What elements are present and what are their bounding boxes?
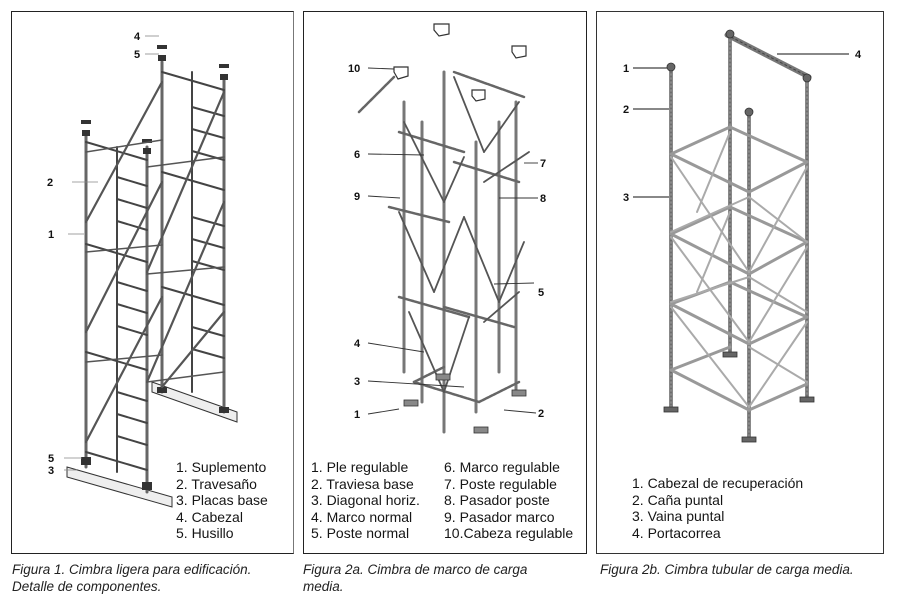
callout-2: 2 (47, 177, 53, 189)
light-shoring-scaffold-drawing: 4 5 2 1 5 3 (47, 31, 238, 508)
callout-2: 2 (623, 104, 629, 116)
caption-line: Detalle de componentes. (12, 579, 162, 594)
callout-3: 3 (354, 376, 360, 388)
caption-line: media. (303, 579, 344, 594)
callout-8: 8 (540, 193, 546, 205)
legend-item: 2. Traviesa base (311, 475, 414, 492)
callout-7: 7 (540, 158, 546, 170)
callout-5-bottom: 5 (48, 453, 54, 465)
callout-1: 1 (354, 409, 360, 421)
frame-shoring-drawing: 10 6 9 7 8 5 4 3 1 2 (348, 23, 546, 434)
figure-2b-panel: 1 2 3 4 1. Cabezal de recuperación 2. Ca… (596, 11, 884, 554)
tubular-shoring-drawing: 1 2 3 4 (623, 29, 862, 443)
legend-item: 3. Vaina puntal (632, 508, 725, 524)
legend-item: 5. Husillo (176, 525, 234, 541)
caption-line: Figura 2a. Cimbra de marco de carga (303, 562, 528, 577)
legend-item: 8. Pasador poste (444, 492, 550, 508)
figure-1-legend: 1. Suplemento 2. Travesaño 3. Placas bas… (176, 459, 268, 542)
callout-9: 9 (354, 191, 360, 203)
legend-item: 2. Caña puntal (632, 491, 724, 508)
callout-6: 6 (354, 149, 360, 161)
legend-item: 5. Poste normal (311, 525, 410, 541)
callout-3: 3 (623, 192, 629, 204)
legend-item: 10.Cabeza regulable (444, 525, 574, 541)
callout-1: 1 (623, 63, 629, 75)
figure-2a-caption: Figura 2a. Cimbra de marco de carga medi… (303, 561, 588, 595)
legend-item: 1. Cabezal de recuperación (632, 475, 804, 491)
legend-item: 7. Poste regulable (444, 475, 557, 492)
callout-5: 5 (134, 49, 140, 61)
legend-item: 1. Suplemento (176, 459, 267, 475)
figure-2a-panel: 10 6 9 7 8 5 4 3 1 2 1. Ple regulable 2.… (303, 11, 587, 554)
figure-2a-legend-right: 6. Marco regulable 7. Poste regulable 8.… (444, 459, 573, 542)
callout-4: 4 (354, 338, 361, 350)
legend-item: 3. Placas base (176, 492, 268, 508)
callout-10: 10 (348, 63, 360, 75)
figure-2a-legend-left: 1. Ple regulable 2. Traviesa base 3. Dia… (311, 459, 420, 542)
callout-4: 4 (134, 31, 141, 43)
caption-line: Figura 2b. Cimbra tubular de carga media… (600, 562, 854, 577)
legend-item: 2. Travesaño (176, 475, 257, 492)
callout-4: 4 (855, 49, 862, 61)
legend-item: 4. Portacorrea (632, 524, 721, 541)
legend-item: 4. Marco normal (311, 508, 413, 525)
callout-3: 3 (48, 465, 54, 477)
figure-1-caption: Figura 1. Cimbra ligera para edificación… (12, 561, 297, 595)
callout-2: 2 (538, 408, 544, 420)
figure-1-panel: 4 5 2 1 5 3 1. Suplemento 2. Travesaño 3… (11, 11, 294, 554)
legend-item: 6. Marco regulable (444, 459, 560, 475)
callout-1: 1 (48, 229, 54, 241)
figure-2b-caption: Figura 2b. Cimbra tubular de carga media… (600, 561, 900, 578)
caption-line: Figura 1. Cimbra ligera para edificación… (12, 562, 252, 577)
legend-item: 4. Cabezal (176, 508, 243, 525)
legend-item: 3. Diagonal horiz. (311, 492, 420, 508)
legend-item: 9. Pasador marco (444, 508, 555, 525)
callout-5: 5 (538, 287, 544, 299)
legend-item: 1. Ple regulable (311, 459, 409, 475)
figure-2b-legend: 1. Cabezal de recuperación 2. Caña punta… (632, 475, 803, 541)
